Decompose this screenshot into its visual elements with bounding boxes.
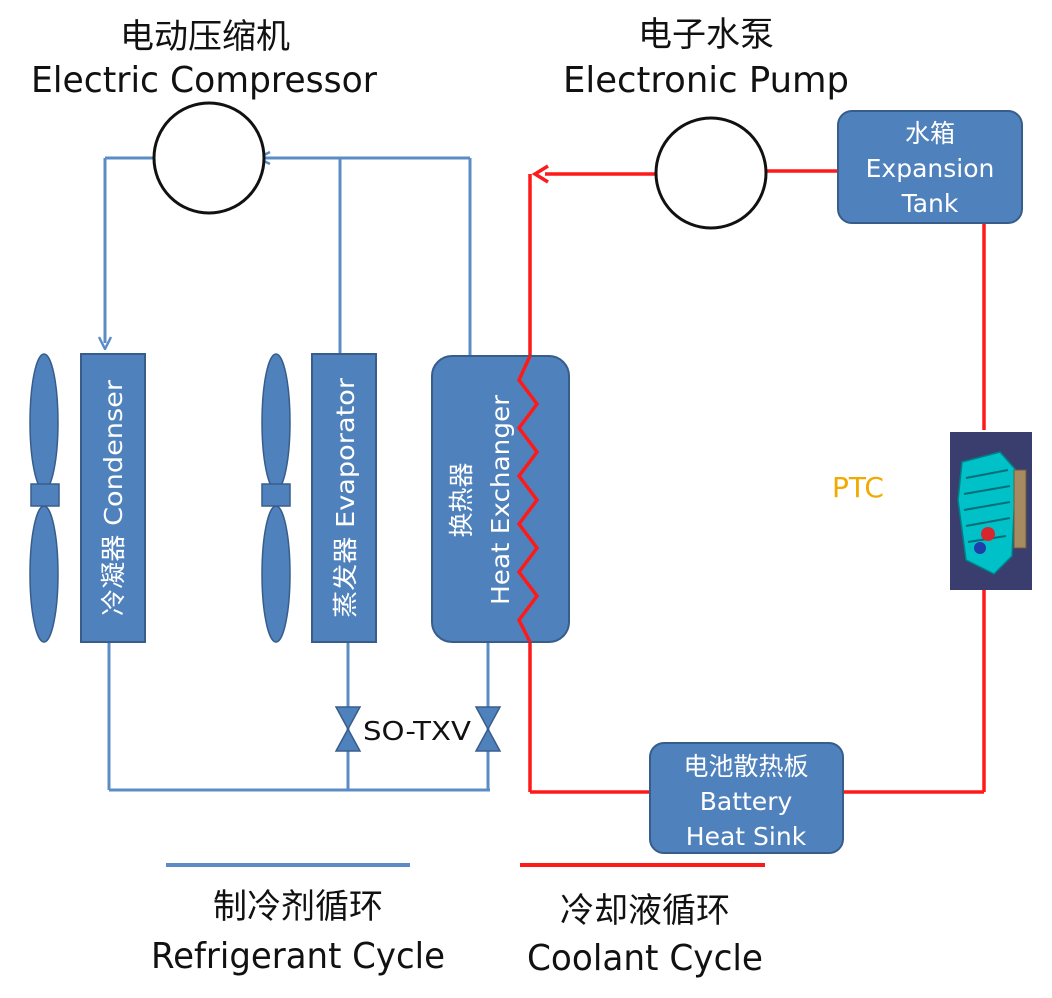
condenser-box: [80, 353, 146, 643]
condenser-fan-blade-top: [29, 353, 59, 491]
coolant-arrow-head: [531, 164, 549, 184]
evaporator-fan-hub: [261, 483, 291, 507]
condenser-fan-icon: [29, 353, 60, 643]
legend-coolant-label-en: Coolant Cycle: [527, 938, 763, 979]
expansion-valve-left-bottom: [334, 727, 362, 752]
heat-exchanger-label-en: Heat Exchanger: [486, 394, 515, 605]
condenser-fan-hub: [30, 483, 60, 507]
expansion-tank-label-cn: 水箱: [905, 119, 955, 148]
legend: 制冷剂循环 Refrigerant Cycle 冷却液循环 Coolant Cy…: [151, 863, 765, 979]
battery-heat-sink-label-en-2: Heat Sink: [686, 822, 807, 851]
heat-exchanger-label-cn: 换热器: [447, 462, 476, 537]
coolant-piping: [528, 164, 986, 794]
expansion-tank-box: [837, 110, 1023, 224]
ptc-heater-blue-terminal: [974, 542, 986, 554]
pump-label-en: Electronic Pump: [563, 60, 849, 101]
evaporator-fan-icon: [261, 353, 291, 643]
ptc-heater-icon: [950, 432, 1032, 590]
expansion-valve-right-top: [474, 706, 502, 731]
ptc-heater-red-terminal: [981, 527, 995, 541]
valve-label: SO-TXV: [363, 717, 471, 747]
legend-refrigerant-label-cn: 制冷剂循环: [213, 887, 383, 927]
legend-refrigerant-label-en: Refrigerant Cycle: [151, 936, 445, 977]
compressor-label-cn: 电动压缩机: [120, 17, 290, 57]
ptc-heater-bracket: [1013, 469, 1027, 549]
expansion-valve-right-icon: [474, 706, 502, 752]
pump-symbol: [654, 116, 768, 230]
pump-label-cn: 电子水泵: [638, 15, 774, 55]
heat-exchanger-box: [431, 355, 570, 643]
heat-exchanger-coolant-coil: [516, 355, 540, 643]
ptc-heater-fins: [963, 469, 1011, 543]
condenser-fan-blade-bottom: [29, 505, 59, 643]
legend-coolant-label-cn: 冷却液循环: [560, 891, 730, 931]
compressor-label-en: Electric Compressor: [31, 60, 377, 101]
battery-heat-sink-label-cn: 电池散热板: [683, 752, 808, 781]
evaporator-box: [311, 353, 377, 643]
expansion-tank-label-en-2: Tank: [901, 189, 959, 218]
expansion-tank-label-en-1: Expansion: [866, 154, 995, 183]
battery-heat-sink-box: [649, 742, 844, 854]
evaporator-fan-blade-top: [261, 353, 291, 491]
condenser-label: 冷凝器 Condenser: [99, 379, 128, 616]
evaporator-label: 蒸发器 Evaporator: [331, 377, 360, 618]
ptc-heater-core: [957, 451, 1017, 575]
battery-heat-sink-label-en-1: Battery: [700, 787, 793, 816]
evaporator-fan-blade-bottom: [261, 505, 291, 643]
ptc-label: PTC: [832, 471, 884, 504]
expansion-valve-right-bottom: [474, 727, 502, 752]
expansion-valve-left-top: [334, 706, 362, 731]
compressor-symbol: [152, 101, 266, 215]
expansion-valve-left-icon: [334, 706, 362, 752]
